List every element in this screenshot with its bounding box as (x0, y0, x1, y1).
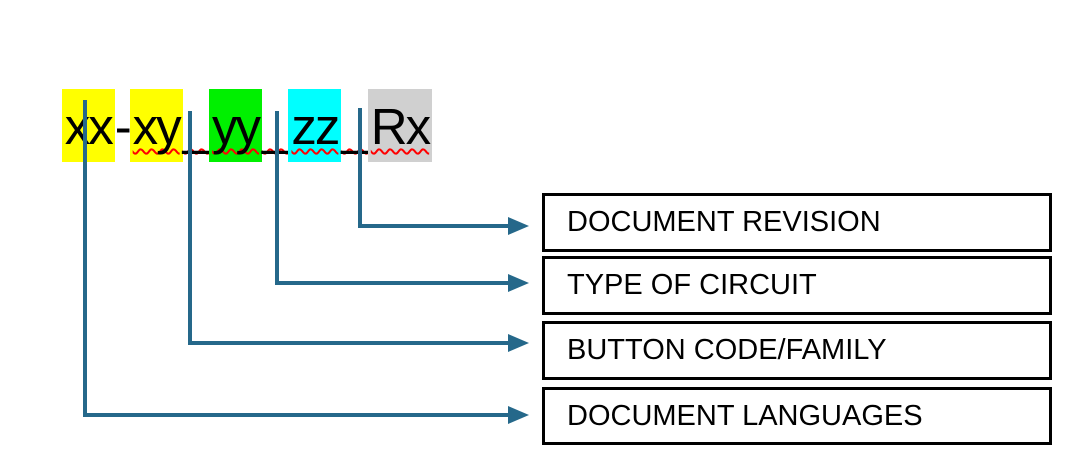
connector-rx-to-document-revision (358, 108, 529, 235)
legend-label: BUTTON CODE/FAMILY (567, 334, 887, 366)
document-code-pattern: xx-xy_yy_zz_Rx (13, 14, 433, 239)
code-segment-xy: xy (129, 89, 183, 162)
legend-box-document-languages: DOCUMENT LANGUAGES (542, 387, 1052, 445)
legend-box-document-revision: DOCUMENT REVISION (542, 193, 1052, 252)
arrowhead-icon (508, 406, 529, 424)
legend-label: TYPE OF CIRCUIT (567, 269, 817, 301)
code-segment-yy: yy (209, 89, 263, 162)
code-segment-underscore-1: _ (182, 98, 211, 155)
code-segment-xx: xx (61, 89, 115, 162)
legend-label: DOCUMENT LANGUAGES (567, 399, 923, 432)
connector-zz-to-type-of-circuit (275, 111, 529, 292)
code-segment-rx: Rx (367, 89, 433, 162)
code-segment-zz: zz (288, 89, 342, 162)
code-segment-hyphen: - (114, 98, 132, 155)
legend-box-button-code-family: BUTTON CODE/FAMILY (542, 321, 1052, 380)
arrowhead-icon (508, 217, 529, 235)
connector-xxxy-to-document-languages (83, 100, 529, 424)
code-segment-underscore-3: _ (341, 98, 369, 155)
legend-box-type-of-circuit: TYPE OF CIRCUIT (542, 256, 1052, 315)
arrowhead-icon (508, 334, 529, 352)
arrowhead-icon (508, 274, 529, 292)
legend-label: DOCUMENT REVISION (567, 206, 881, 238)
connector-yy-to-button-code-family (188, 111, 529, 352)
